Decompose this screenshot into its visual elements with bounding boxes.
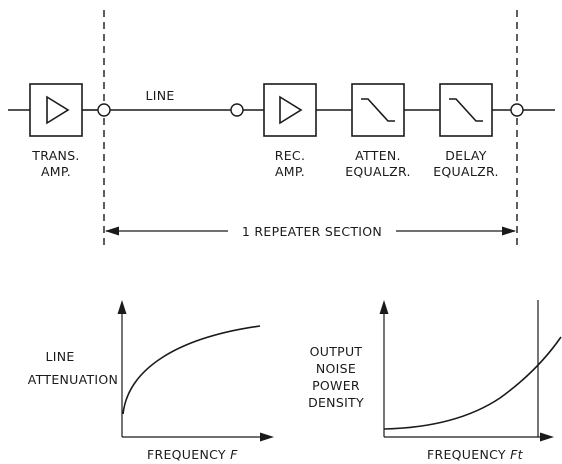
noise-ylabel-2: NOISE <box>316 361 356 376</box>
repeater-section-span: 1 REPEATER SECTION <box>105 224 516 239</box>
rec-amp-label-2: AMP. <box>275 164 305 179</box>
arrow-right-icon <box>502 226 516 236</box>
noise-ylabel-3: POWER <box>312 378 360 393</box>
atten-equalizer-label-1: ATTEN. <box>355 148 401 163</box>
equalizer-curve-icon <box>361 98 395 122</box>
arrow-left-icon <box>105 226 119 236</box>
attenuation-xlabel-var: F <box>230 447 238 462</box>
rec-amp-block: REC. AMP. <box>263 83 317 179</box>
noise-ylabel-1: OUTPUT <box>310 344 363 359</box>
noise-xlabel: FREQUENCY Ft <box>427 447 524 462</box>
atten-equalizer-label-2: EQUALZR. <box>345 164 411 179</box>
x-axis-arrow-icon <box>540 432 554 442</box>
delay-equalizer-block: DELAY EQUALZR. <box>433 83 499 179</box>
noise-ylabel-4: DENSITY <box>308 395 364 410</box>
trans-amp-block: TRANS. AMP. <box>29 83 83 179</box>
delay-equalizer-label-1: DELAY <box>445 148 487 163</box>
rec-amp-box <box>263 83 317 137</box>
repeater-section-label: 1 REPEATER SECTION <box>242 224 382 239</box>
attenuation-curve <box>122 325 261 415</box>
noise-xlabel-text: FREQUENCY <box>427 447 506 462</box>
amplifier-triangle-icon <box>279 95 303 125</box>
trans-amp-label-2: AMP. <box>41 164 71 179</box>
trans-amp-label-1: TRANS. <box>31 148 79 163</box>
delay-equalizer-label-2: EQUALZR. <box>433 164 499 179</box>
attenuation-xlabel: FREQUENCY F <box>147 447 238 462</box>
equalizer-curve-icon <box>449 98 483 122</box>
noise-density-graph: OUTPUT NOISE POWER DENSITY FREQUENCY Ft <box>308 300 562 462</box>
attenuation-ylabel-1: LINE <box>45 349 74 364</box>
attenuation-ylabel-2: ATTENUATION <box>28 372 118 387</box>
attenuation-xlabel-text: FREQUENCY <box>147 447 226 462</box>
line-label: LINE <box>145 88 174 103</box>
x-axis-arrow-icon <box>260 432 274 442</box>
atten-equalizer-block: ATTEN. EQUALZR. <box>345 83 411 179</box>
amplifier-triangle-icon <box>46 95 70 125</box>
y-axis-arrow-icon <box>117 300 127 314</box>
node-left <box>97 103 111 117</box>
trans-amp-box <box>29 83 83 137</box>
rec-amp-label-1: REC. <box>275 148 306 163</box>
noise-xlabel-var: Ft <box>510 447 523 462</box>
y-axis-arrow-icon <box>379 300 389 314</box>
node-right <box>510 103 524 117</box>
node-line-end <box>230 103 244 117</box>
line-attenuation-graph: LINE ATTENUATION FREQUENCY F <box>28 300 274 462</box>
noise-density-curve <box>383 336 562 430</box>
